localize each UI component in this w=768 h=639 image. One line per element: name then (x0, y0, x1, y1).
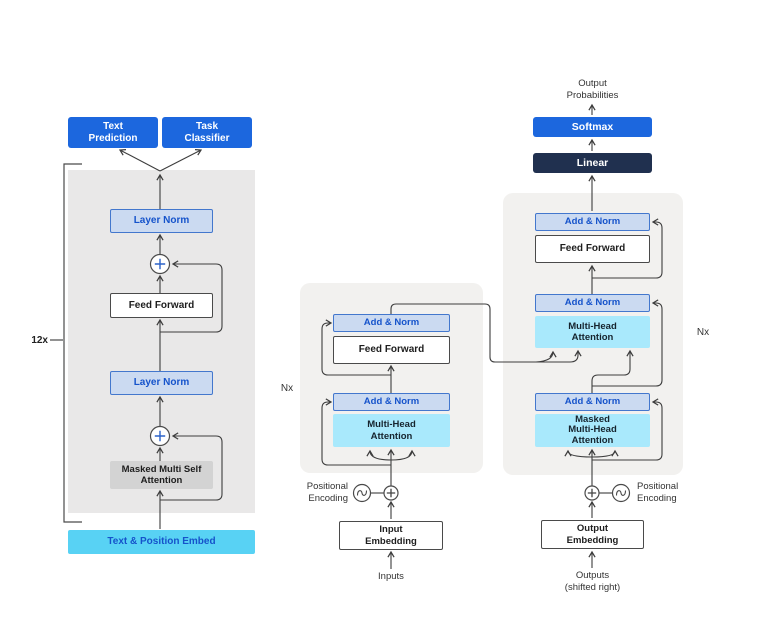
gpt-flow-arrows (118, 148, 223, 529)
enc-attn-branch-right (390, 449, 416, 461)
decoder-add-norm-top-box: Add & Norm (535, 213, 650, 231)
dec-residual-loop-mid (592, 299, 663, 387)
plus-icon (587, 488, 597, 498)
encoder-feed-forward-box: Feed Forward (333, 336, 450, 364)
sine-wave-icon (615, 490, 627, 496)
decoder-softmax-box: Softmax (533, 117, 652, 137)
encoder-node-icons (352, 483, 399, 503)
sine-wave-icon (356, 490, 368, 496)
gpt-task-classifier-box: Task Classifier (162, 117, 252, 148)
gpt-arrow-to-task-classifier (159, 148, 203, 172)
encoder-inputs-label: Inputs (378, 571, 404, 582)
decoder-flow-arrows (564, 103, 663, 568)
gpt-masked-attention-box: Masked Multi Self Attention (110, 461, 213, 489)
decoder-masked-attention-box: Masked Multi-Head Attention (535, 414, 650, 447)
decoder-add-norm-bottom-box: Add & Norm (535, 393, 650, 411)
dec-residual-loop-masked (592, 398, 663, 461)
encoder-attention-box: Multi-Head Attention (333, 414, 450, 447)
encoder-add-norm-bottom-box: Add & Norm (333, 393, 450, 411)
gpt-layer-norm-bottom-box: Layer Norm (110, 371, 213, 395)
enc-to-dec-connection (390, 303, 582, 363)
enc-attn-branch-left (366, 449, 392, 461)
gpt-repeat-label: 12x (31, 335, 48, 346)
decoder-embedding-box: Output Embedding (541, 520, 644, 549)
dec-residual-loop-ff (592, 218, 663, 279)
bracket-line (63, 163, 82, 523)
encoder-repeat-label: Nx (280, 383, 294, 394)
decoder-feed-forward-box: Feed Forward (535, 235, 650, 263)
encoder-embedding-box: Input Embedding (339, 521, 443, 550)
dec-masked-branch-right (591, 449, 619, 458)
decoder-output-probabilities-label: Output Probabilities (566, 78, 619, 102)
encoder-add-norm-top-box: Add & Norm (333, 314, 450, 332)
plus-icon (154, 430, 166, 442)
gpt-embed-bar: Text & Position Embed (68, 530, 255, 554)
gpt-residual-loop-lower (160, 432, 223, 501)
gpt-arrow-to-text-prediction (118, 149, 161, 172)
enc-residual-loop-ff (321, 319, 391, 376)
gpt-feed-forward-box: Feed Forward (110, 293, 213, 318)
gpt-text-prediction-box: Text Prediction (68, 117, 158, 148)
decoder-positional-encoding-label: Positional Encoding (637, 481, 679, 505)
decoder-linear-box: Linear (533, 153, 652, 173)
plus-icon (386, 488, 396, 498)
gpt-add-icons (149, 253, 171, 447)
decoder-add-norm-mid-box: Add & Norm (535, 294, 650, 312)
decoder-repeat-label: Nx (696, 327, 710, 338)
dec-masked-branch-left (564, 449, 593, 458)
enc-to-dec-branch (535, 350, 557, 363)
decoder-node-icons (584, 483, 631, 503)
enc-residual-loop-attn (321, 398, 391, 466)
plus-icon (154, 258, 166, 270)
decoder-attention-box: Multi-Head Attention (535, 316, 650, 348)
gpt-residual-loop-upper (160, 260, 223, 333)
gpt-layer-norm-top-box: Layer Norm (110, 209, 213, 233)
dec-query-elbow (591, 349, 634, 393)
decoder-outputs-label: Outputs (shifted right) (564, 570, 621, 594)
repeat-bracket (50, 163, 82, 523)
encoder-positional-encoding-label: Positional Encoding (306, 481, 348, 505)
encoder-flow-arrows (321, 303, 582, 569)
